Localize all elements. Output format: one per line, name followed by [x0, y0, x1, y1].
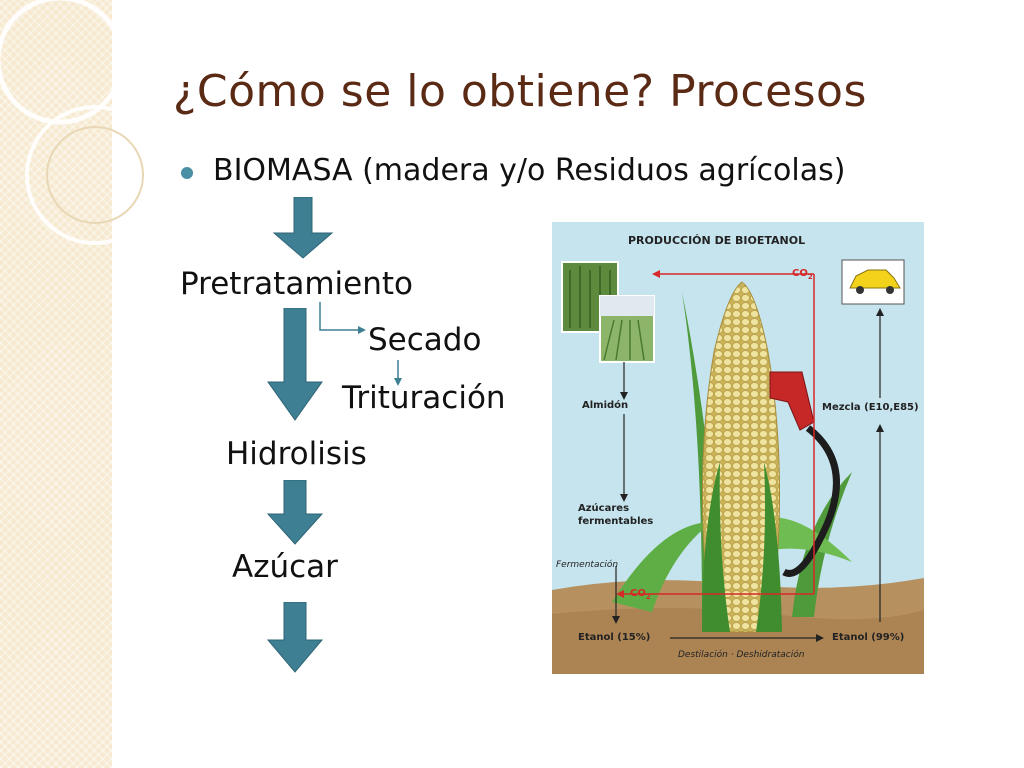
branch-arrows	[319, 302, 402, 386]
step-azucar: Azúcar	[232, 549, 338, 585]
step-pretratamiento: Pretratamiento	[180, 266, 413, 302]
down-arrow-icon	[267, 308, 323, 421]
bullet-biomasa: BIOMASA (madera y/o Residuos agrícolas)	[213, 153, 846, 188]
almidon-label: Almidón	[582, 400, 629, 411]
bioethanol-diagram: PRODUCCIÓN DE BIOETANOL CO2 Almidón Azúc…	[552, 222, 924, 674]
down-arrow-icon	[266, 602, 324, 673]
etanol-15-label: Etanol (15%)	[578, 632, 651, 643]
co2-bottom-label: CO2	[630, 588, 651, 601]
down-arrow-icon	[266, 480, 324, 545]
diagram-title: PRODUCCIÓN DE BIOETANOL	[628, 234, 806, 247]
decorative-circles	[0, 0, 160, 245]
slide-title: ¿Cómo se lo obtiene? Procesos	[173, 66, 867, 117]
down-arrow-icon	[272, 197, 334, 259]
co2-top-label: CO2	[792, 268, 813, 281]
etanol-99-label: Etanol (99%)	[832, 632, 905, 643]
mezcla-label: Mezcla (E10,E85)	[822, 402, 919, 413]
azucares-label: Azúcares	[578, 503, 630, 514]
fermentables-label: fermentables	[578, 516, 654, 527]
destilacion-label: Destilación · Deshidratación	[678, 650, 805, 660]
bioethanol-illustration	[552, 259, 924, 674]
step-hidrolisis: Hidrolisis	[226, 436, 367, 472]
fermentacion-label: Fermentación	[556, 560, 619, 570]
step-secado: Secado	[368, 322, 482, 358]
step-trituracion: Trituración	[342, 380, 506, 416]
bullet-marker	[181, 167, 193, 179]
